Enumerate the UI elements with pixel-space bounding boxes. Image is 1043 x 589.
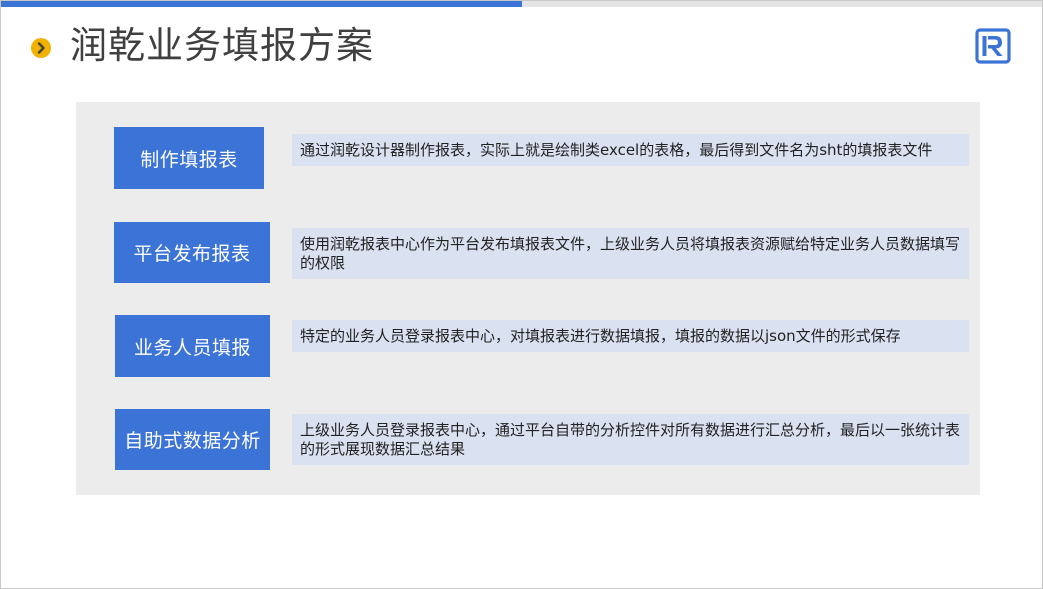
- chevron-right-icon: [31, 38, 51, 58]
- step-label-create-form: 制作填报表: [114, 127, 264, 189]
- step-label-publish: 平台发布报表: [114, 222, 270, 283]
- step-description-publish: 使用润乾报表中心作为平台发布填报表文件，上级业务人员将填报表资源赋给特定业务人员…: [292, 228, 969, 279]
- runqian-r-logo-icon: [975, 28, 1011, 64]
- page-title: 润乾业务填报方案: [70, 24, 374, 67]
- progress-fill: [1, 1, 522, 7]
- step-label-self-service-analysis: 自助式数据分析: [115, 409, 270, 470]
- step-label-fill-in: 业务人员填报: [115, 315, 270, 377]
- step-description-fill-in: 特定的业务人员登录报表中心，对填报表进行数据填报，填报的数据以json文件的形式…: [292, 320, 969, 352]
- step-description-create-form: 通过润乾设计器制作报表，实际上就是绘制类excel的表格，最后得到文件名为sht…: [292, 134, 969, 166]
- step-description-self-service-analysis: 上级业务人员登录报表中心，通过平台自带的分析控件对所有数据进行汇总分析，最后以一…: [292, 414, 969, 465]
